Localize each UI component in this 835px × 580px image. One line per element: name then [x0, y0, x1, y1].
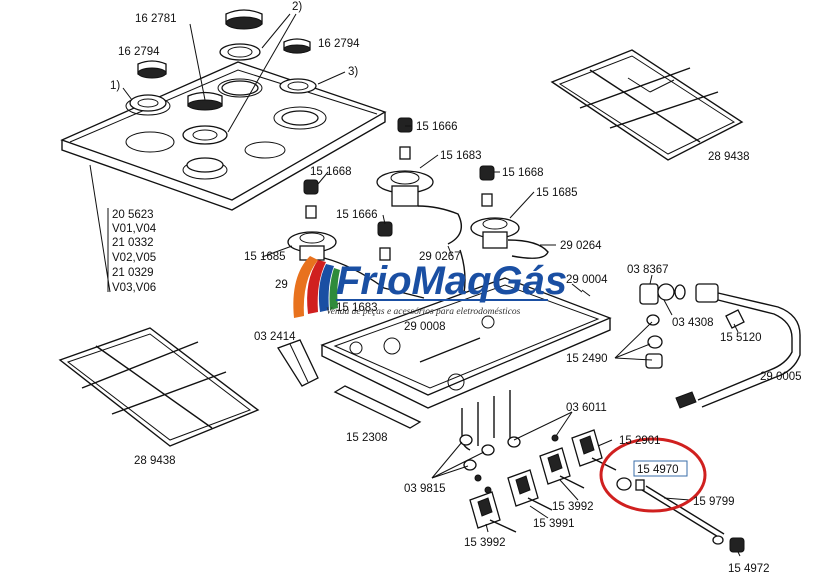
label-290005: 29 0005 [760, 371, 802, 383]
leader-lines-top [89, 13, 346, 293]
label-151668-left: 15 1668 [310, 166, 352, 178]
pan-support-grate-bottom [58, 327, 260, 447]
label-153992-left: 15 3992 [464, 537, 506, 549]
label-151685-left: 15 1685 [244, 251, 286, 263]
label-151666-mid: 15 1666 [336, 209, 378, 221]
label-154972: 15 4972 [728, 563, 770, 575]
label-210329: 21 0329 [112, 267, 154, 279]
label-205623: 20 5623 [112, 209, 154, 221]
label-note-2: 2) [292, 1, 302, 13]
valve-3 [539, 447, 585, 489]
label-151668-right: 15 1668 [502, 167, 544, 179]
label-151685-right: 15 1685 [536, 187, 578, 199]
label-152490: 15 2490 [566, 353, 608, 365]
logo-tagline: Venda de peças e acessórios para eletrod… [326, 307, 521, 317]
label-290264: 29 0264 [560, 240, 602, 252]
part-labels: 16 2781 2) 16 2794 16 2794 3) 1) 20 5623… [107, 1, 802, 575]
label-29-partial: 29 [275, 279, 288, 291]
burner-caps [129, 9, 319, 173]
thermocouple-assembly [616, 477, 745, 557]
valve-2 [507, 469, 553, 511]
label-152901: 15 2901 [619, 435, 661, 447]
label-V02V05: V02,V05 [112, 252, 156, 264]
label-151683-top: 15 1683 [440, 150, 482, 162]
label-153992-right: 15 3992 [552, 501, 594, 513]
label-V01V04: V01,V04 [112, 223, 157, 235]
strip-152308 [333, 385, 422, 429]
label-154970: 15 4970 [637, 464, 679, 476]
gas-valves [459, 390, 617, 533]
highlight-label-box [633, 460, 688, 477]
label-290004: 29 0004 [566, 274, 608, 286]
bracket-032414 [277, 339, 319, 387]
label-153991: 15 3991 [533, 518, 575, 530]
label-note-3: 3) [348, 66, 358, 78]
label-162781: 16 2781 [135, 13, 177, 25]
label-290008: 29 0008 [404, 321, 446, 333]
label-note-1: 1) [110, 80, 120, 92]
label-039815: 03 9815 [404, 483, 446, 495]
gas-inlet-fittings [639, 283, 801, 409]
label-210332: 21 0332 [112, 237, 154, 249]
valve-4 [571, 429, 617, 471]
leader-lines-centre [261, 125, 556, 258]
label-032414: 03 2414 [254, 331, 296, 343]
friomaqgas-logo: FrioMaqGás Venda de peças e acessórios p… [293, 256, 567, 318]
label-289438-bottom: 28 9438 [134, 455, 176, 467]
logo-text: FrioMaqGás [336, 259, 567, 303]
pan-support-grate-top [550, 49, 744, 161]
label-159799: 15 9799 [693, 496, 735, 508]
highlight-ring [599, 437, 707, 513]
label-036011: 03 6011 [566, 402, 607, 414]
label-034308: 03 4308 [672, 317, 714, 329]
burner-assembly [287, 117, 549, 311]
label-151683-bottom: 15 1683 [336, 302, 378, 314]
label-162794-left: 16 2794 [118, 46, 160, 58]
label-162794-right: 16 2794 [318, 38, 360, 50]
leader-lines-right [571, 274, 739, 361]
label-289438-top: 28 9438 [708, 151, 750, 163]
label-V03V06: V03,V06 [112, 282, 156, 294]
leader-lines-valves [431, 411, 613, 533]
label-151666-top: 15 1666 [416, 121, 458, 133]
label-038367: 03 8367 [627, 264, 669, 276]
label-155120: 15 5120 [720, 332, 762, 344]
valve-1 [469, 491, 517, 533]
label-290267: 29 0267 [419, 251, 461, 263]
label-152308: 15 2308 [346, 432, 388, 444]
